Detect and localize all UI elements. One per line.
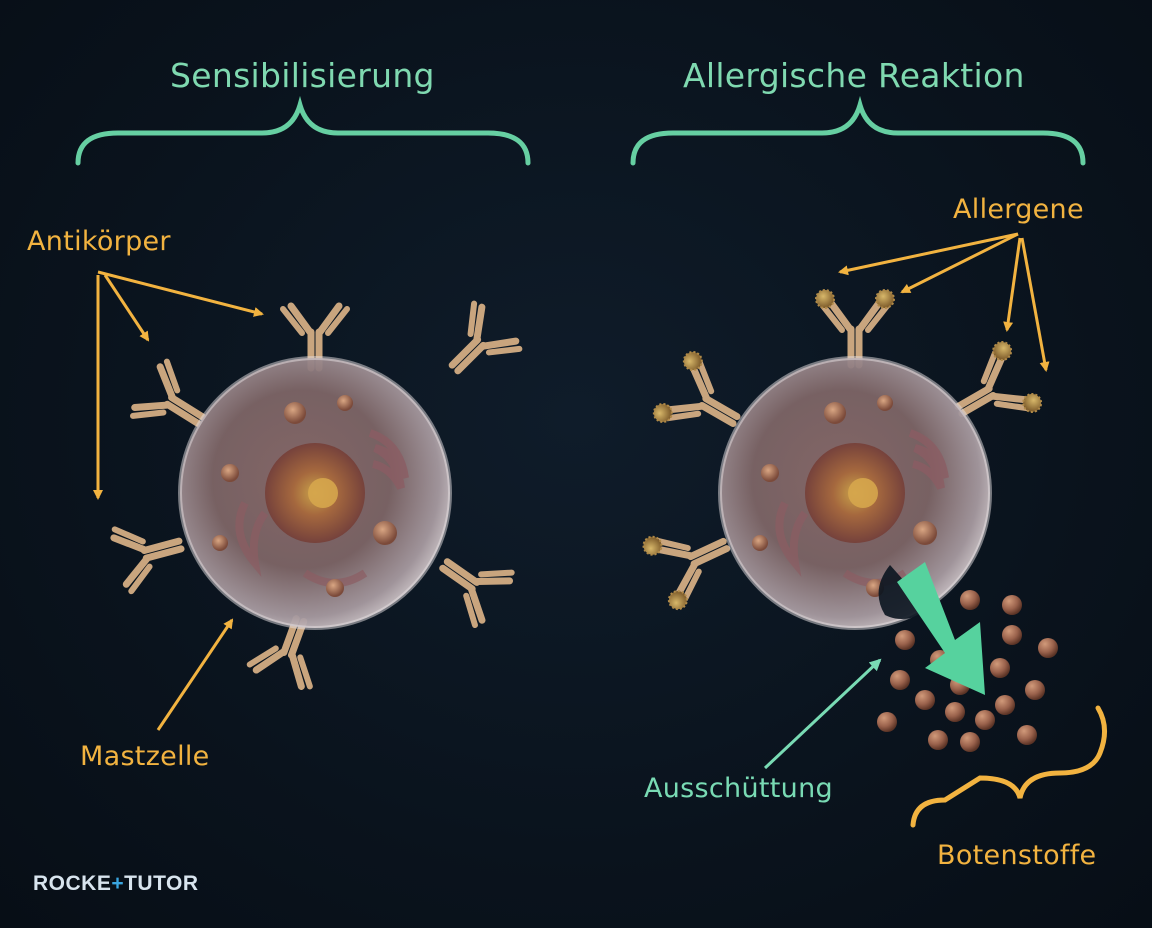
brace-left bbox=[75, 95, 531, 166]
release-arrow bbox=[897, 562, 985, 695]
ausschuettung-pointer bbox=[763, 658, 882, 770]
label-ausschuettung: Ausschüttung bbox=[644, 773, 833, 804]
section-title-sensibilisierung: Sensibilisierung bbox=[170, 56, 435, 95]
label-antikoerper: Antikörper bbox=[27, 226, 171, 257]
label-botenstoffe: Botenstoffe bbox=[937, 840, 1097, 871]
brand-logo: ROCKE+TUTOR bbox=[33, 872, 199, 896]
allergene-pointers bbox=[838, 232, 1050, 372]
mast-cell-right bbox=[641, 290, 1045, 628]
logo-text-left: ROCKE bbox=[33, 872, 112, 895]
section-title-allergische-reaktion: Allergische Reaktion bbox=[683, 56, 1025, 95]
label-allergene: Allergene bbox=[953, 194, 1084, 225]
label-mastzelle: Mastzelle bbox=[80, 741, 210, 772]
mastzelle-pointer bbox=[156, 618, 234, 731]
logo-plus: + bbox=[111, 872, 125, 895]
antikoerper-pointers bbox=[93, 270, 264, 500]
mast-cell-left bbox=[112, 302, 522, 690]
botenstoffe-brace bbox=[910, 705, 1107, 828]
brace-right bbox=[630, 95, 1086, 166]
logo-text-right: TUTOR bbox=[124, 872, 199, 895]
